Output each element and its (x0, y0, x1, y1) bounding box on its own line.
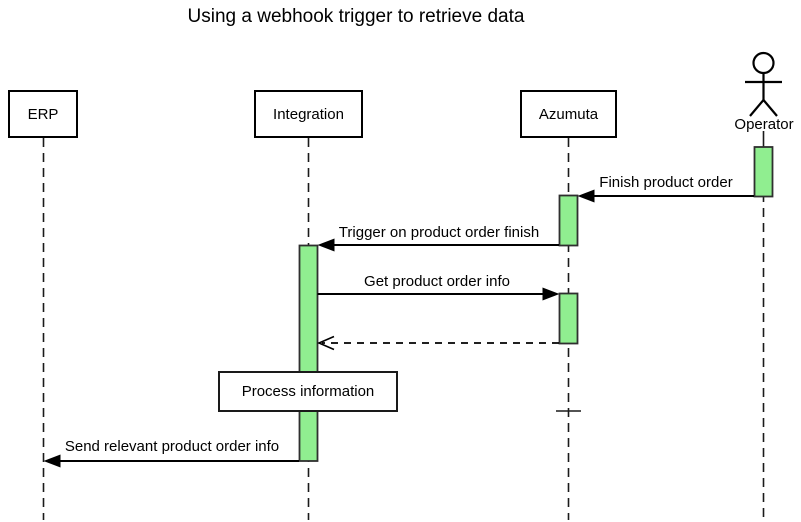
participant-operator-label: Operator (734, 116, 794, 133)
operator-actor-icon (745, 51, 782, 117)
participant-integration-label: Integration (273, 105, 344, 123)
actor-left-leg (749, 99, 765, 117)
message-arrow-finish-product-order (577, 189, 754, 203)
actor-head (752, 51, 775, 75)
message-arrow-return-dashed (316, 335, 559, 351)
note-process-information: Process information (218, 371, 398, 412)
open-arrowhead-left-icon (316, 335, 335, 351)
activation-operator (753, 146, 774, 198)
diagram-title: Using a webhook trigger to retrieve data (187, 6, 525, 27)
arrowhead-left-icon (317, 238, 335, 252)
activation-integration (298, 244, 319, 462)
message-label-send-relevant-product-order-info: Send relevant product order info (62, 438, 282, 455)
note-process-information-label: Process information (241, 383, 375, 400)
arrowhead-right-icon (542, 287, 560, 301)
participant-azumuta-label: Azumuta (538, 105, 599, 123)
participant-integration: Integration (254, 90, 363, 138)
actor-right-leg (762, 99, 778, 117)
participant-erp-label: ERP (27, 105, 59, 123)
participant-azumuta: Azumuta (520, 90, 617, 138)
message-label-get-product-order-info: Get product order info (362, 273, 512, 290)
activation-azumuta-2 (558, 292, 579, 345)
arrowhead-left-icon (577, 189, 595, 203)
message-arrow-trigger-on-product-order-finish (317, 238, 559, 252)
message-label-finish-product-order: Finish product order (597, 174, 735, 191)
participant-erp: ERP (8, 90, 78, 138)
activation-azumuta-1 (558, 194, 579, 247)
arrowhead-left-icon (43, 454, 61, 468)
message-arrow-send-relevant-product-order-info (43, 454, 299, 468)
message-label-trigger-on-product-order-finish: Trigger on product order finish (336, 224, 542, 241)
message-arrow-get-product-order-info (317, 287, 560, 301)
